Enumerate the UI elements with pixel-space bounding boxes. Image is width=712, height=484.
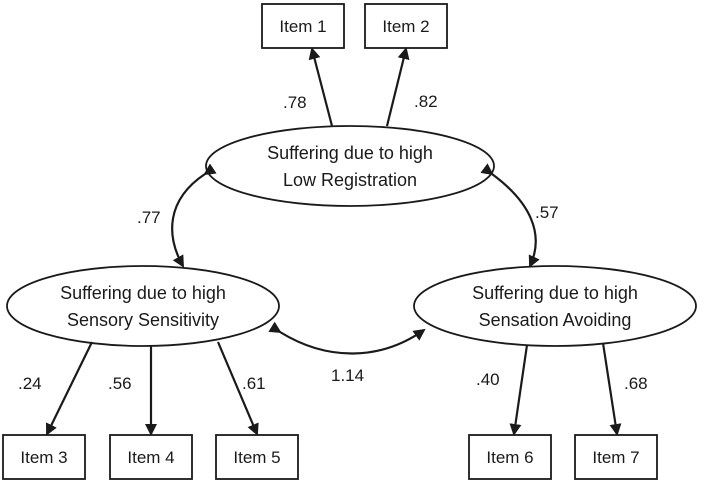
factor-sensation-avoiding: Suffering due to high Sensation Avoiding	[413, 265, 697, 347]
factor-low-registration-line-2: Low Registration	[283, 170, 417, 190]
loading-value-item-3: .24	[18, 374, 42, 393]
correlation-curve-sensory-sensitivity-sensation-avoiding	[268, 321, 426, 355]
loading-value-item-6: .40	[476, 370, 500, 389]
factor-sensation-avoiding-line-2: Sensation Avoiding	[479, 310, 632, 330]
factor-sensory-sensitivity-line-1: Suffering due to high	[60, 283, 226, 303]
correlation-curve-low-registration-sensation-avoiding	[480, 163, 540, 268]
loading-value-item-4: .56	[108, 374, 132, 393]
item-1-label: Item 1	[279, 17, 326, 36]
item-2-label: Item 2	[382, 17, 429, 36]
item-6-label: Item 6	[486, 448, 533, 467]
loading-arrow-item-6	[509, 344, 529, 436]
factor-low-registration: Suffering due to high Low Registration	[205, 125, 495, 207]
item-3-box: Item 3	[2, 434, 86, 480]
loading-value-item-5: .61	[242, 374, 266, 393]
item-6-box: Item 6	[468, 434, 552, 480]
loading-arrow-item-5	[216, 341, 259, 436]
loading-arrow-item-7	[601, 342, 622, 436]
correlation-curve-low-registration-sensory-sensitivity	[171, 163, 217, 268]
factor-low-registration-line-1: Suffering due to high	[267, 143, 433, 163]
item-4-box: Item 4	[109, 434, 193, 480]
item-4-label: Item 4	[127, 448, 174, 467]
item-5-label: Item 5	[233, 448, 280, 467]
factor-sensory-sensitivity-line-2: Sensory Sensitivity	[67, 310, 219, 330]
item-1-box: Item 1	[261, 3, 345, 49]
loading-value-item-2: .82	[414, 92, 438, 111]
loading-arrow-item-3	[46, 341, 93, 436]
loading-arrow-item-1	[308, 47, 334, 127]
item-5-box: Item 5	[215, 434, 299, 480]
loading-arrow-item-2	[385, 47, 410, 127]
factor-sensation-avoiding-line-1: Suffering due to high	[472, 283, 638, 303]
item-3-label: Item 3	[20, 448, 67, 467]
correlation-value-low-registration-sensation-avoiding: .57	[535, 203, 559, 222]
correlation-value-sensory-sensitivity-sensation-avoiding: 1.14	[331, 366, 364, 385]
loading-value-item-1: .78	[283, 93, 307, 112]
item-2-box: Item 2	[364, 3, 448, 49]
correlation-value-low-registration-sensory-sensitivity: .77	[137, 208, 161, 227]
item-7-label: Item 7	[592, 448, 639, 467]
factor-sensory-sensitivity: Suffering due to high Sensory Sensitivit…	[6, 265, 280, 347]
loading-value-item-7: .68	[624, 374, 648, 393]
item-7-box: Item 7	[574, 434, 658, 480]
